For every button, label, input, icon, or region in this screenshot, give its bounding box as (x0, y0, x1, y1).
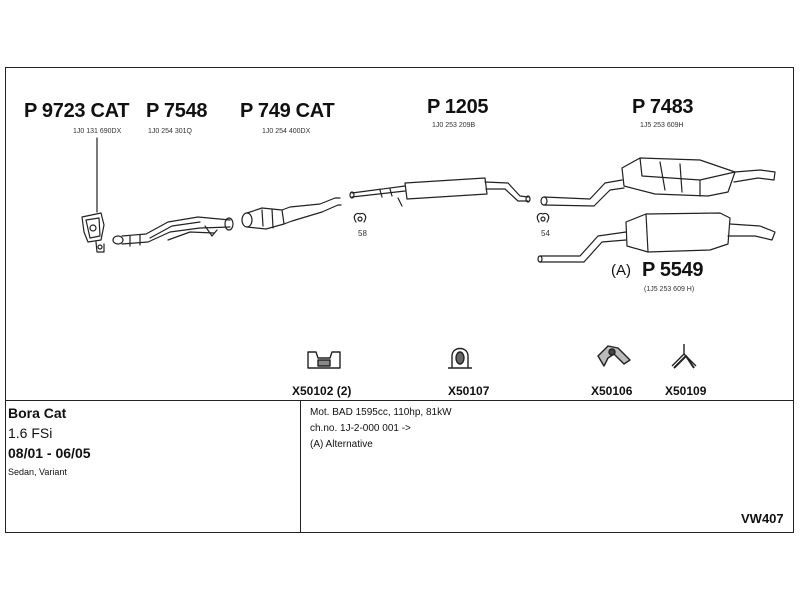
vehicle-body: Sedan, Variant (8, 467, 67, 477)
part-number-front-pipe[interactable]: P 7548 (146, 100, 208, 122)
rubber-mount-icon (307, 351, 341, 369)
vehicle-years: 08/01 - 06/05 (8, 445, 91, 461)
hanger-label-54: 54 (541, 229, 550, 238)
part-number-middle-silencer[interactable]: P 1205 (427, 96, 489, 118)
spec-chassis: ch.no. 1J-2-000 001 -> (310, 423, 411, 434)
vehicle-engine: 1.6 FSi (8, 425, 53, 441)
catalyst-main-drawing (241, 197, 342, 230)
oe-number-rear-silencer-alt: (1J5 253 609 H) (644, 286, 695, 293)
oe-number-middle-silencer: 1J0 253 209B (432, 122, 476, 129)
divider-horizontal (5, 400, 794, 401)
rubber-ring-hanger-icon (448, 347, 472, 369)
vehicle-model: Bora Cat (8, 405, 67, 421)
rear-silencer-alt-drawing (537, 212, 776, 263)
part-number-catalyst-front[interactable]: P 9723 CAT (24, 100, 130, 122)
front-pipe-drawing (112, 216, 234, 247)
part-number-catalyst-main[interactable]: P 749 CAT (240, 100, 335, 122)
oe-number-catalyst-main: 1J0 254 400DX (262, 128, 311, 135)
spec-alternative-note: (A) Alternative (310, 439, 373, 450)
hanger-54-drawing (536, 212, 550, 223)
divider-vertical (300, 401, 301, 532)
part-number-rear-silencer-alt[interactable]: P 5549 (642, 259, 704, 281)
fitting-code-bracket[interactable]: X50106 (591, 384, 633, 398)
rear-silencer-drawing (540, 157, 776, 207)
y-clamp-icon (671, 344, 697, 369)
oe-number-catalyst-front: 1J0 131 690DX (73, 128, 122, 135)
hanger-58-drawing (353, 212, 367, 223)
part-number-rear-silencer[interactable]: P 7483 (632, 96, 694, 118)
hanger-label-58: 58 (358, 229, 367, 238)
bracket-icon (597, 345, 631, 367)
diagram-code: VW407 (741, 511, 784, 526)
fitting-code-rubber-mount[interactable]: X50102 (2) (292, 384, 352, 398)
oe-number-front-pipe: 1J0 254 301Q (148, 128, 192, 135)
spec-engine: Mot. BAD 1595cc, 110hp, 81kW (310, 407, 452, 418)
catalyst-front-drawing (81, 212, 105, 253)
alternative-marker: (A) (611, 262, 631, 279)
diagram-frame (5, 67, 794, 533)
fitting-code-y-clamp[interactable]: X50109 (665, 384, 707, 398)
oe-number-rear-silencer: 1J5 253 609H (640, 122, 684, 129)
middle-silencer-drawing (349, 177, 531, 207)
fitting-code-rubber-ring[interactable]: X50107 (448, 384, 490, 398)
